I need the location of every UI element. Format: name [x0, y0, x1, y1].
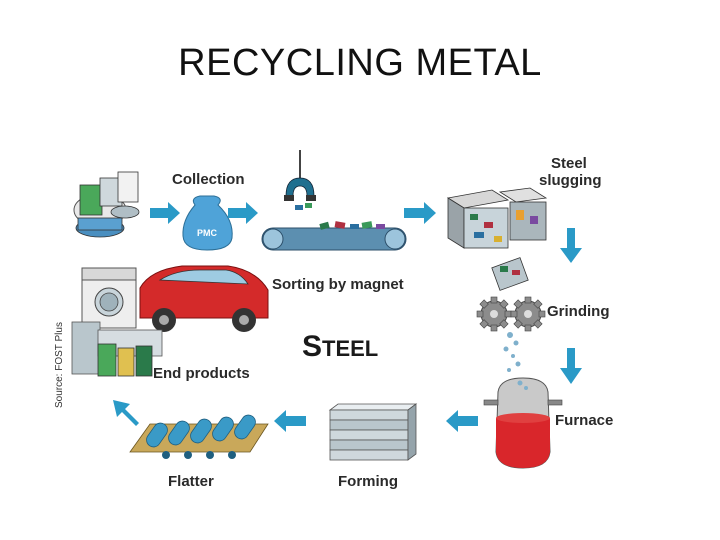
arrow-slugging-to-grinding [560, 228, 582, 263]
source-label: Source: FOST Plus [54, 322, 65, 408]
furnace-illustration [483, 377, 563, 469]
pmc-bag-illustration: PMC [182, 195, 233, 251]
forming-sheets-illustration [328, 403, 418, 461]
arrow-cans-to-bag [150, 202, 180, 224]
flatter-label: Flatter [168, 473, 214, 490]
forming-label: Forming [338, 473, 398, 490]
arrow-bag-to-sorting [228, 202, 258, 224]
slide-title: RECYCLING METAL [178, 42, 542, 84]
furnace-label: Furnace [555, 412, 613, 429]
end-products-label: End products [153, 365, 250, 382]
end-products-illustration [71, 265, 269, 377]
arrow-furnace-to-forming [446, 410, 478, 432]
arrow-sorting-to-slugging [404, 202, 436, 224]
sorting-label: Sorting by magnet [272, 276, 404, 293]
bag-label: PMC [197, 228, 218, 238]
steel-label-first: S [302, 330, 322, 363]
grinding-label: Grinding [547, 303, 610, 320]
flatter-rollers-illustration [129, 414, 269, 459]
cans-illustration [73, 171, 140, 238]
grinding-gears-illustration [476, 257, 546, 372]
arrow-flatter-to-end-products [113, 400, 139, 426]
slugging-label-line2: slugging [539, 172, 602, 189]
steel-label-rest: TEEL [322, 336, 378, 361]
slugging-blocks-illustration [446, 187, 548, 249]
magnet-conveyor-illustration [261, 150, 407, 251]
arrow-forming-to-flatter [274, 410, 306, 432]
collection-label: Collection [172, 171, 245, 188]
arrow-grinding-to-furnace [560, 348, 582, 384]
slugging-label-line1: Steel [551, 155, 587, 172]
steel-label: STEEL [302, 330, 378, 363]
